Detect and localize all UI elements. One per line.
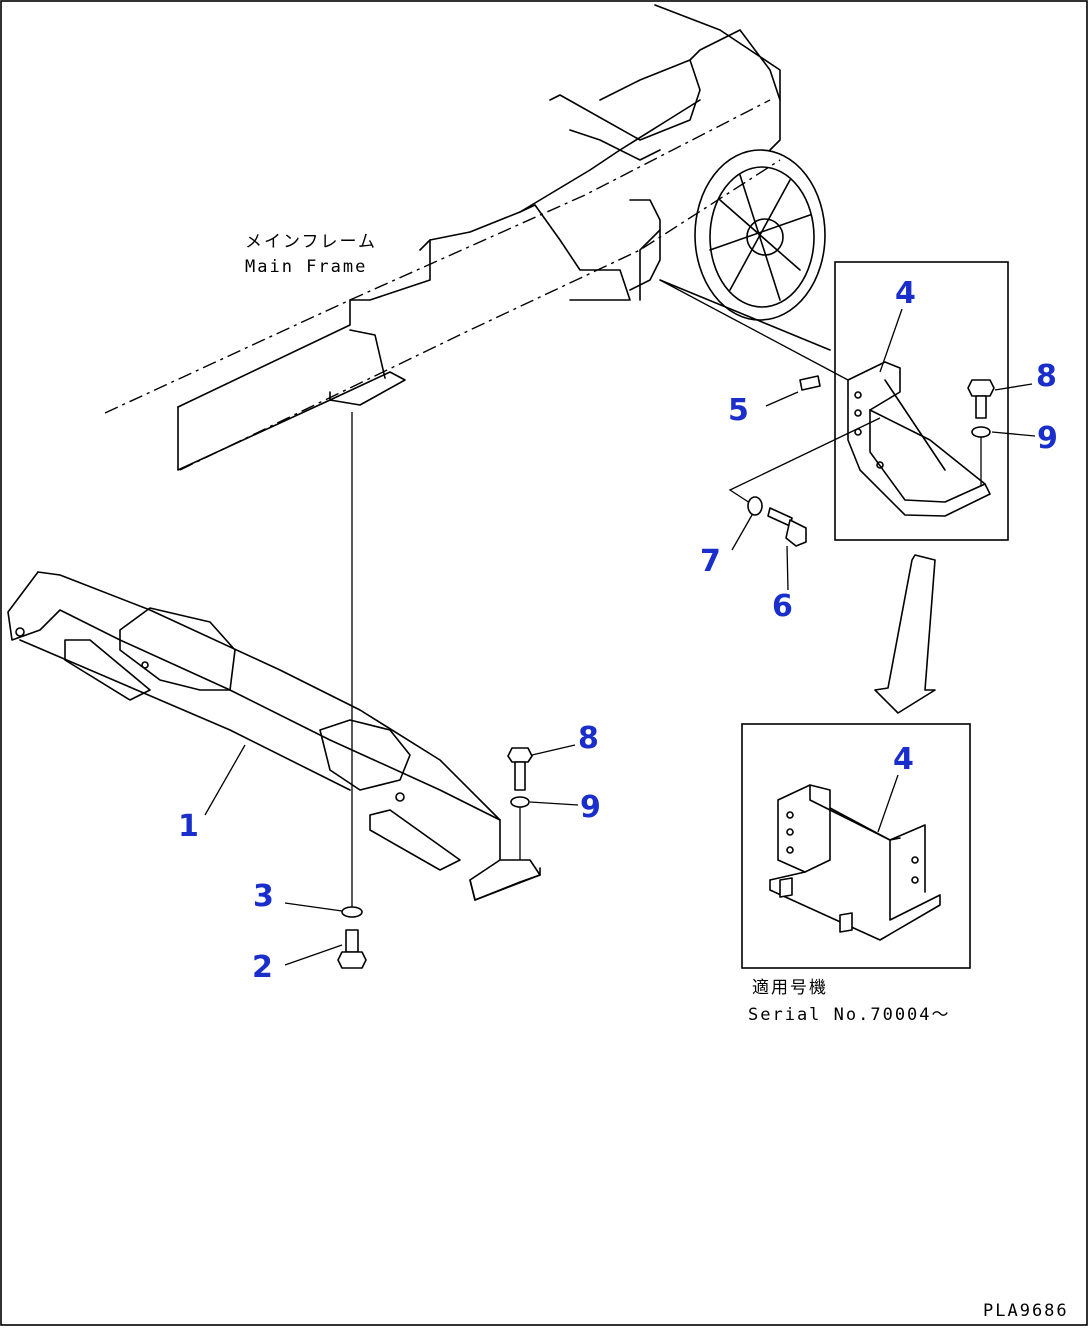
serial-detail-box xyxy=(741,723,971,969)
bolt-6 xyxy=(767,507,807,547)
assembly-line-bolt6 xyxy=(728,417,881,504)
callout-9-axle: 9 xyxy=(580,790,601,825)
drawing-code: PLA9686 xyxy=(983,1301,1069,1321)
washer-7 xyxy=(747,496,763,516)
callout-4-lower: 4 xyxy=(893,742,914,777)
callout-5: 5 xyxy=(728,393,749,428)
washer-9-axle xyxy=(510,796,530,860)
washer-3 xyxy=(341,906,363,918)
callouts: 1 2 3 4 4 5 6 7 8 9 8 9 xyxy=(178,276,1058,985)
bolt-8-bracket xyxy=(967,379,995,419)
bolt-2 xyxy=(337,929,367,969)
serial-jp-label: 適用号機 xyxy=(752,978,828,998)
transition-arrow xyxy=(874,554,936,714)
callout-9-bracket: 9 xyxy=(1037,421,1058,456)
callout-3: 3 xyxy=(253,879,274,914)
axle-assembly xyxy=(7,571,541,901)
callout-8-axle: 8 xyxy=(578,721,599,756)
callout-6: 6 xyxy=(772,589,793,624)
washer-9-bracket xyxy=(971,426,991,486)
bracket-4-lower xyxy=(769,784,941,941)
bracket-detail-box xyxy=(834,261,1009,541)
serial-en-label: Serial No.70004～ xyxy=(748,1005,951,1025)
pin-5 xyxy=(799,375,821,391)
assembly-line-bracket xyxy=(659,279,849,381)
main-frame-jp-label: メインフレーム xyxy=(245,232,377,252)
bolt-8-axle xyxy=(507,747,533,791)
callout-4-upper: 4 xyxy=(895,276,916,311)
callout-2: 2 xyxy=(252,950,273,985)
callout-8-bracket: 8 xyxy=(1036,359,1057,394)
callout-7: 7 xyxy=(700,544,721,579)
main-frame-en-label: Main Frame xyxy=(245,257,367,277)
main-frame xyxy=(104,4,831,471)
callout-1: 1 xyxy=(178,809,199,844)
